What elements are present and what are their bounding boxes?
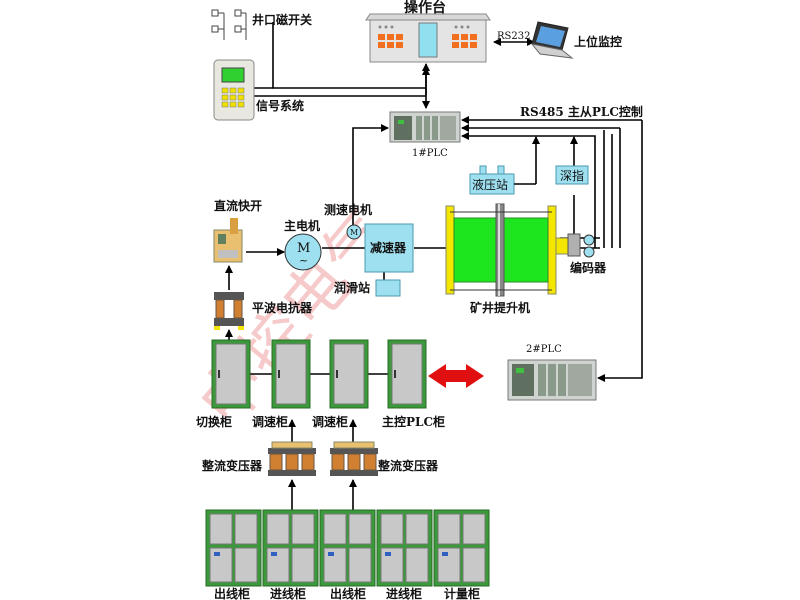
cab-switch-label: 切换柜: [196, 414, 232, 429]
bottom-5-label: 计量柜: [444, 586, 480, 600]
tacho-symbol: M: [350, 228, 358, 237]
motor-tilde: ~: [299, 254, 308, 267]
shaft-switch-label: 井口磁开关: [252, 12, 312, 27]
bottom-2-label: 进线柜: [270, 586, 306, 600]
bottom-1-label: 出线柜: [214, 586, 250, 600]
main-motor-label: 主电机: [284, 218, 320, 233]
mine-hoist-label: 矿井提升机: [470, 300, 530, 315]
cab-speed2-label: 调速柜: [312, 414, 348, 429]
tacho-motor-icon: [346, 224, 362, 240]
dc-breaker-device: [213, 218, 243, 263]
main-motor-icon: [284, 233, 322, 271]
bottom-cabinet-3: [319, 509, 376, 587]
signal-system-device: [213, 59, 255, 121]
double-arrow-plc-link: [428, 364, 484, 388]
shaft-switch-icon: [211, 9, 247, 40]
smoothing-reactor-device: [214, 292, 244, 330]
transformer-group: [268, 441, 378, 476]
lube-station-box: [375, 279, 401, 297]
cab-speed1-label: 调速柜: [252, 414, 288, 429]
host-monitor-label: 上位监控: [574, 34, 622, 49]
encoder-label: 编码器: [569, 260, 607, 275]
encoder-icon: [567, 233, 595, 258]
cabinet-2: [271, 339, 311, 409]
rs485-label: RS485 主从PLC控制: [520, 104, 643, 119]
line-rs485-plc2: [597, 120, 643, 382]
bottom-4-label: 进线柜: [386, 586, 422, 600]
depth-indicator-label: 深指: [560, 168, 584, 183]
signal-system-label: 信号系统: [256, 98, 304, 113]
cabinet-4: [387, 339, 427, 409]
plc2-label: 2#PLC: [526, 344, 562, 355]
reducer-label: 减速器: [370, 240, 407, 255]
hydraulic-station-label: 液压站: [472, 177, 508, 192]
dc-breaker-label: 直流快开: [214, 198, 262, 213]
line-tacho-plc1: [352, 124, 389, 225]
cabinet-row: [211, 339, 427, 409]
rect-transformer-2-label: 整流变压器: [377, 458, 439, 473]
line-switch-console: [272, 22, 426, 89]
cabinet-1: [211, 339, 251, 409]
bottom-cabinet-5: [433, 509, 490, 587]
bottom-cabinet-4: [376, 509, 433, 587]
bottom-cabinet-row: [205, 509, 490, 587]
lube-station-label: 润滑站: [334, 280, 370, 295]
tacho-motor-label: 测速电机: [324, 202, 372, 217]
transformer-1: [268, 441, 316, 476]
plc2-device: [507, 359, 597, 401]
depth-indicator-box: [555, 165, 589, 185]
motor-symbol: M: [297, 241, 310, 256]
rect-transformer-1-label: 整流变压器: [201, 458, 263, 473]
hydraulic-station-box: [469, 165, 515, 195]
connection-lines: [225, 22, 643, 510]
smoothing-reactor-label: 平波电抗器: [252, 300, 313, 315]
bottom-3-label: 出线柜: [330, 586, 366, 600]
laptop-icon: [530, 21, 574, 59]
cabinet-3: [329, 339, 369, 409]
console-title: 操作台: [404, 0, 446, 16]
plc1-label: 1#PLC: [412, 148, 448, 159]
transformer-2: [330, 441, 378, 476]
console-device: [365, 13, 491, 63]
mine-hoist-device: [445, 203, 569, 297]
reducer-box: [364, 223, 414, 273]
rs232-label: RS232: [497, 31, 530, 42]
bottom-cabinet-2: [262, 509, 319, 587]
bottom-cabinet-1: [205, 509, 262, 587]
plc1-device: [389, 111, 461, 143]
cab-main-plc-label: 主控PLC柜: [382, 414, 445, 429]
